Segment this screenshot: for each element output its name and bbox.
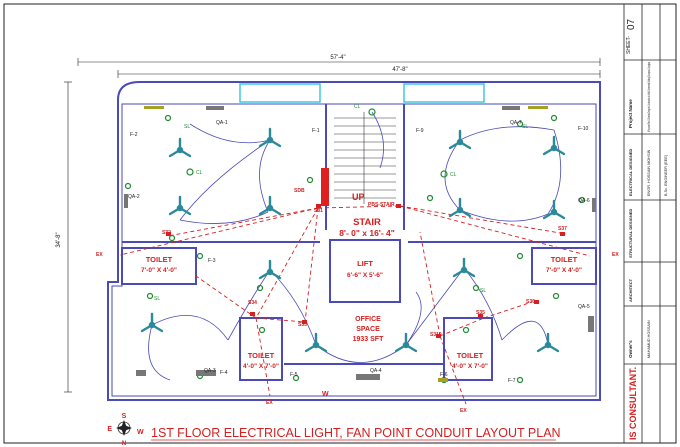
sheet-border (3, 3, 677, 444)
compass-n: N (122, 441, 126, 447)
lift-label: LIFT (357, 259, 373, 268)
toilet-bl-label: TOILET (248, 351, 275, 360)
sheet-no: 07 (626, 18, 637, 30)
tag-ex-right: EX (612, 252, 619, 258)
sheet-label: SHEET- (626, 36, 632, 54)
switch-boards (166, 204, 565, 338)
tag-cl-left: CL (196, 170, 203, 176)
tag-s32: S32 (162, 230, 171, 236)
compass-e: E (107, 426, 112, 433)
stair-size: 8'- 0" x 16'- 4" (339, 228, 395, 238)
toilet-right-label: TOILET (551, 255, 578, 264)
engineer-name: ENGR. HOSSAIN MOHSIN (647, 149, 651, 196)
tag-f3: F-3 (208, 258, 216, 264)
tag-labels: QA-1 QA-2 QA-3 QA-4 QA-5 QA-6 QA-7 F-1 F… (96, 104, 619, 414)
tag-s37: S37 (558, 226, 567, 232)
tag-qa3: QA-3 (204, 368, 216, 374)
tag-sl-4: SL (480, 288, 486, 294)
tag-ex-left: EX (96, 252, 103, 258)
up-label: UP (352, 192, 365, 202)
tag-s310: S310 (430, 332, 442, 338)
tag-f1: F-1 (312, 128, 320, 134)
compass-icon (116, 420, 132, 436)
owner-name: MAHAMUD HOSSAIN (647, 320, 651, 358)
tag-s36: S36 (526, 299, 535, 305)
dim-left-height: 34'-8" (56, 232, 62, 247)
tag-f6: F-6 (440, 372, 448, 378)
toilet-right-size: 7'-0" X 4'-0" (546, 267, 582, 274)
tag-sl-3: SL (154, 296, 160, 302)
stair-label: STAIR (353, 217, 381, 228)
stair-db-panel (321, 168, 329, 206)
tag-ex-bl: EX (266, 400, 273, 406)
ceiling-fans (140, 127, 566, 353)
project-name-label: Project Name (628, 99, 633, 128)
office-label-1: OFFICE (355, 316, 381, 323)
toilet-left-label: TOILET (146, 255, 173, 264)
exhaust-units (144, 106, 548, 382)
office-label-3: 1933 SFT (353, 336, 384, 343)
structural-label: STRUCTURAL DESIGNED (628, 209, 633, 258)
tag-f7: F-7 (508, 378, 516, 384)
tag-window-w: W (322, 391, 329, 398)
compass-s: S (122, 413, 127, 420)
tag-sdb: SDB (294, 188, 305, 194)
tag-f4: F-4 (220, 370, 228, 376)
architect-label: ARCHITECT (628, 278, 633, 302)
title-block (623, 4, 676, 443)
tag-s35: S35 (476, 310, 485, 316)
dim-inner-width: 47'-8" (392, 67, 407, 73)
tag-ex-br: EX (460, 408, 467, 414)
tag-sl-1: SL (184, 124, 190, 130)
tag-pbs: PBS-STAIR (368, 202, 395, 208)
dim-total-width: 57'-4" (330, 55, 345, 61)
tag-f10: F-10 (578, 126, 589, 132)
title-block-text: SHEET- 07 Project Name A Proposed Plan &… (626, 18, 668, 440)
tag-s33: S33 (298, 322, 307, 328)
building-walls (107, 81, 601, 401)
tag-qa1: QA-1 (216, 120, 228, 126)
electrical-label: ELECTRICAL DESIGNED (628, 149, 633, 196)
tag-s34: S34 (248, 300, 257, 306)
consultant-name: IS CONSULTANT. (628, 367, 638, 440)
tag-f2: F-2 (130, 132, 138, 138)
plan-title: 1ST FLOOR ELECTRICAL LIGHT, FAN POINT CO… (151, 426, 561, 440)
tag-s31: S31 (314, 208, 323, 214)
stair-treads (334, 112, 396, 204)
tag-qa6: QA-6 (578, 198, 590, 204)
owner-label: Owner's (628, 340, 633, 358)
dimension-lines (64, 58, 601, 393)
toilet-br-label: TOILET (457, 351, 484, 360)
tag-cl-right: CL (450, 172, 457, 178)
conduit-lines (119, 205, 591, 405)
tag-qa2: QA-2 (128, 194, 140, 200)
tag-f5: F-5 (290, 372, 298, 378)
project-desc: A Proposed Plan & Electrical Design for … (647, 62, 651, 132)
tag-sl-2: SL (522, 124, 528, 130)
office-label-2: SPACE (356, 326, 380, 333)
wall-units (124, 106, 596, 380)
tag-cl-top: CL (354, 104, 361, 110)
toilet-br-size: 4'-0" X 7'-0" (452, 363, 488, 370)
compass-w: W (137, 429, 144, 436)
engineer-sub: B.Sc. ENGINEER (EEE) (664, 154, 668, 196)
tag-qa5: QA-5 (578, 304, 590, 310)
light-points (124, 108, 586, 384)
tag-qa7: QA-7 (510, 120, 522, 126)
lift-size: 6'-6" X 5'-6" (347, 272, 383, 279)
toilet-left-size: 7'-0" X 4'-0" (141, 267, 177, 274)
balcony-frames (239, 83, 485, 103)
toilet-bl-size: 4'-0" X 7'-0" (243, 363, 279, 370)
tag-qa4: QA-4 (370, 368, 382, 374)
tag-f9: F-9 (416, 128, 424, 134)
